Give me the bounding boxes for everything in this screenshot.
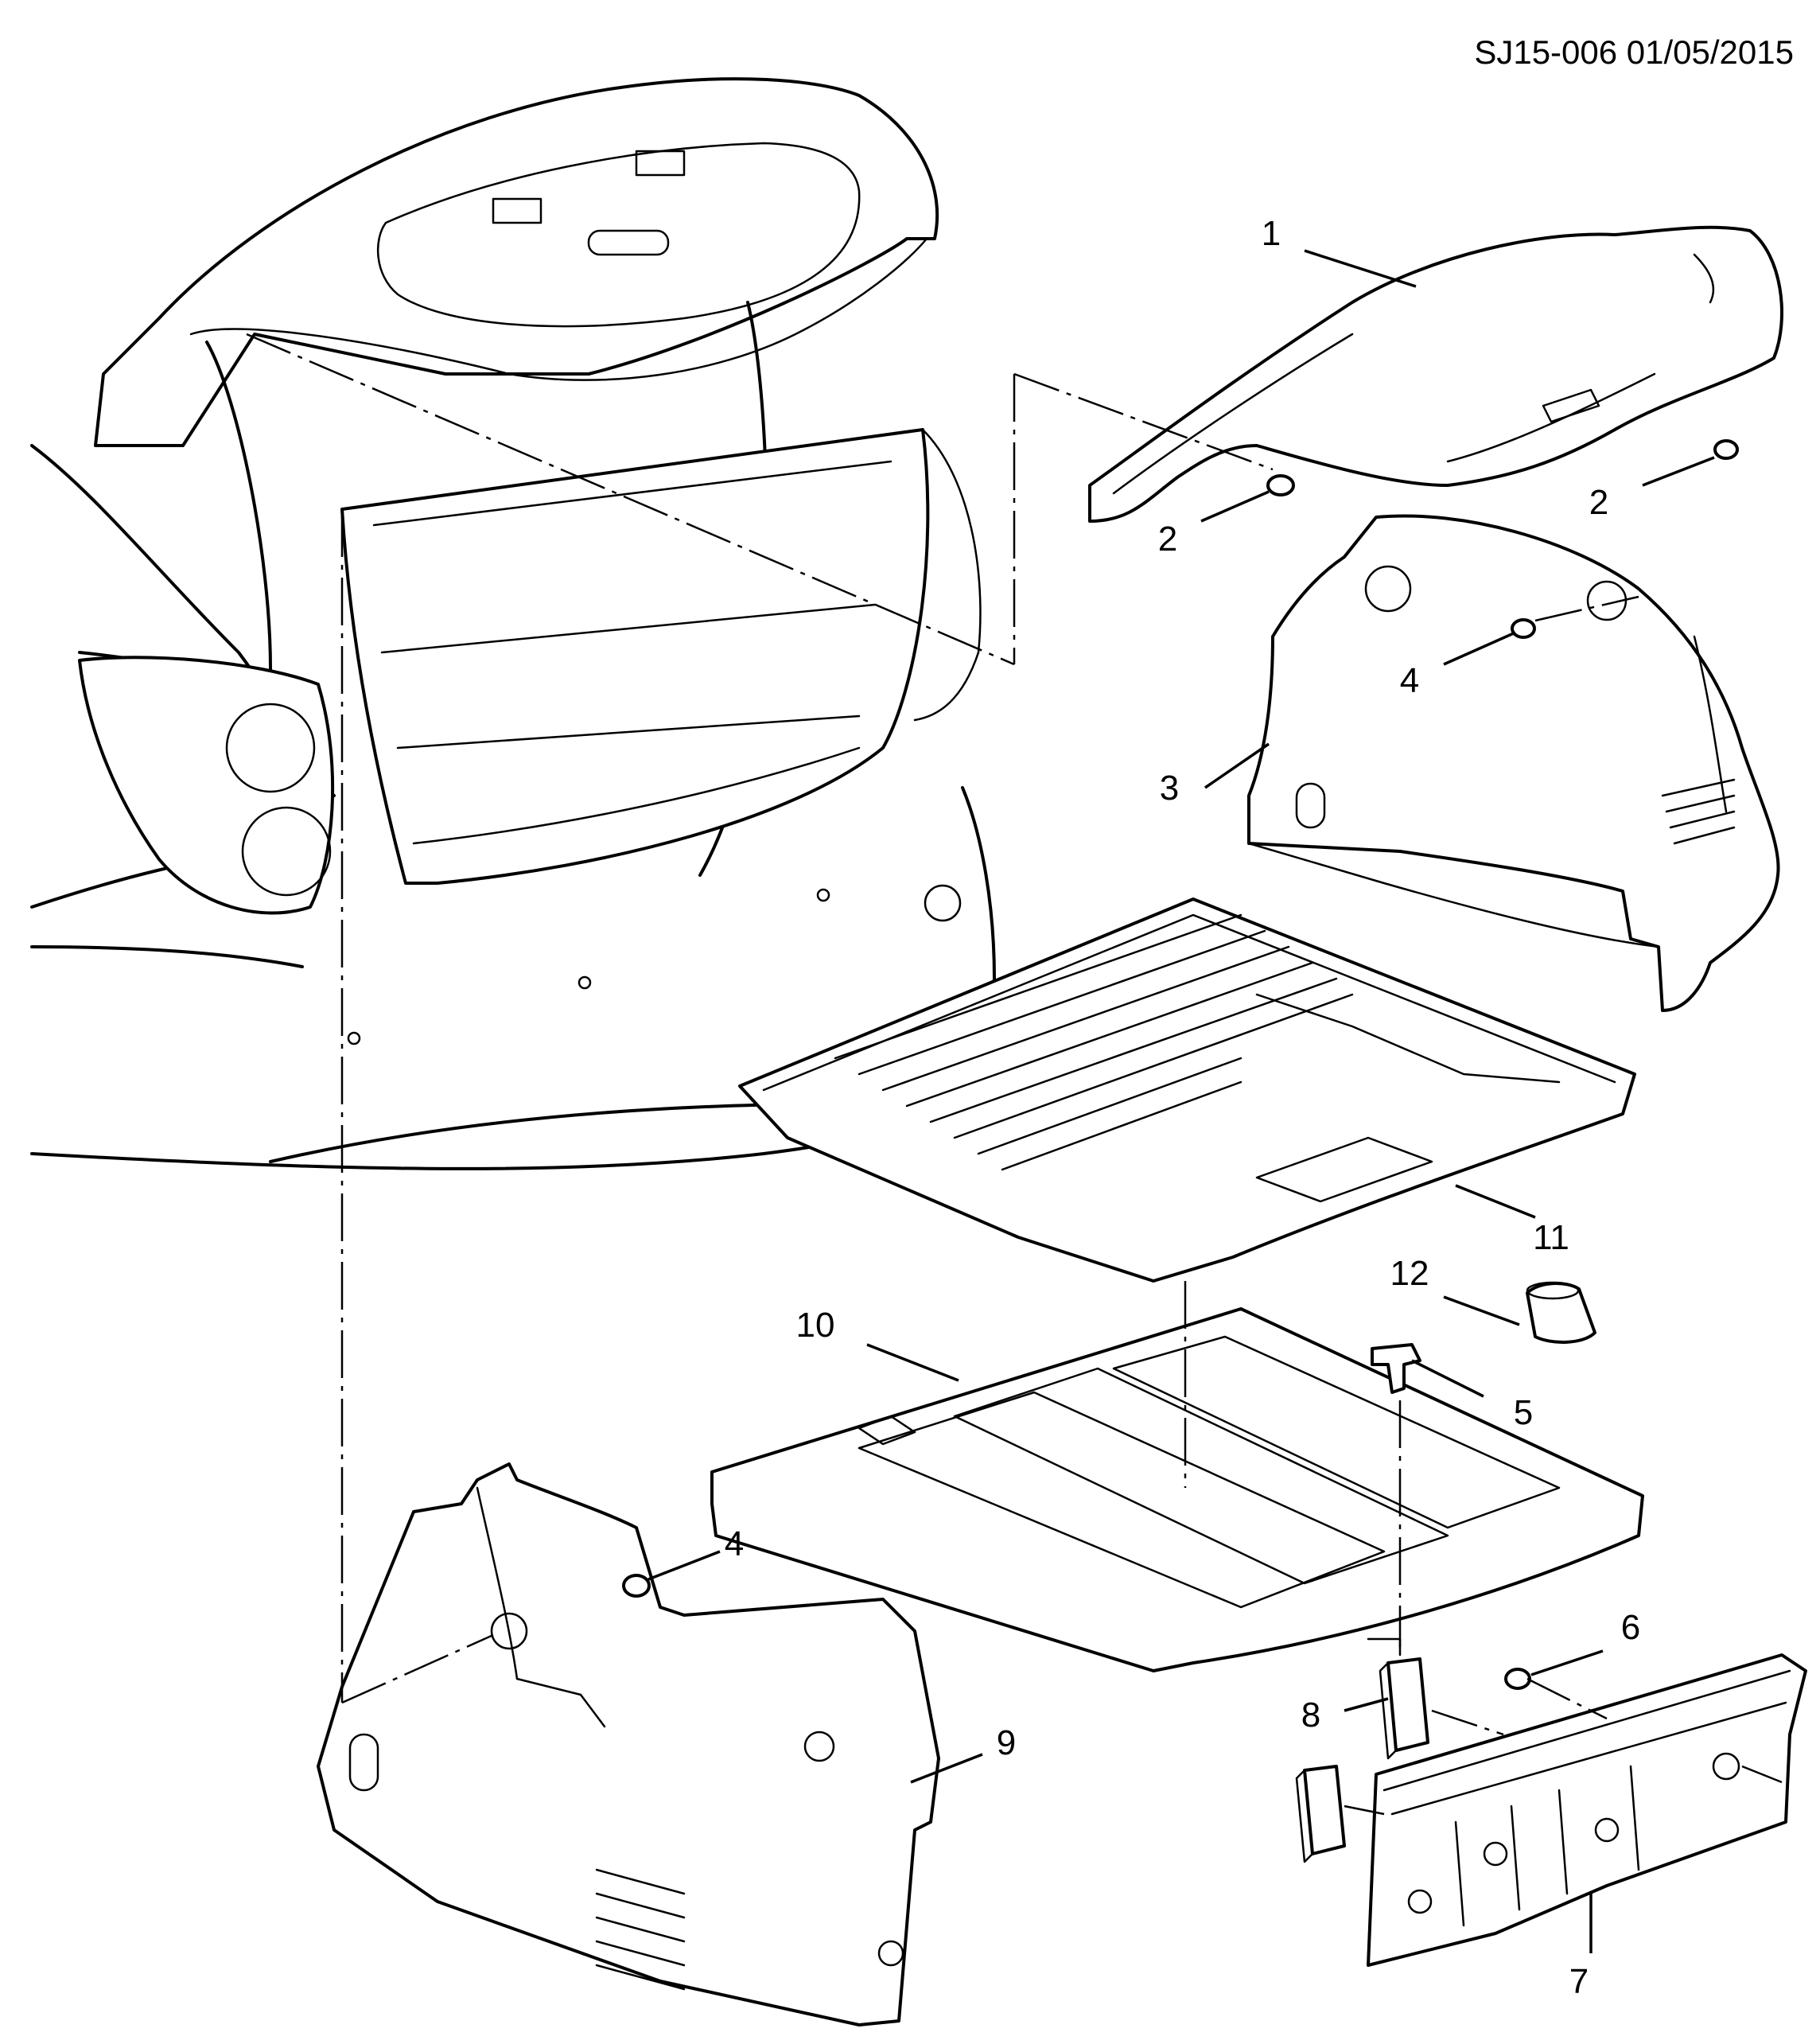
part-12-bumper	[1526, 1281, 1596, 1344]
callout-8: 8	[1301, 1696, 1320, 1734]
part-11-floor-mat-tray	[738, 897, 1636, 1283]
part-5-clip	[1371, 1343, 1421, 1394]
fastener-2-right	[1713, 439, 1739, 460]
callout-11: 11	[1533, 1218, 1569, 1257]
callout-3: 3	[1160, 769, 1179, 808]
part-8-clip-lower	[1295, 1765, 1346, 1863]
callout-1: 1	[1262, 214, 1281, 253]
part-9-left-side-trim	[317, 1462, 940, 2026]
callout-5: 5	[1514, 1393, 1533, 1432]
callout-labels: 1 2 2 3 4 4 5 6 7 8 9 10 11 12	[725, 214, 1640, 2001]
fastener-4-left	[622, 1574, 651, 1598]
drawing-reference: SJ15-006 01/05/2015	[1474, 33, 1794, 71]
leader-lines	[648, 249, 1715, 1953]
part-10-floor-panel	[710, 1307, 1644, 1672]
fastener-4-right	[1511, 618, 1536, 639]
alignment-lines	[246, 333, 1783, 1816]
callout-4-right: 4	[1400, 661, 1419, 700]
part-1-rear-shelf-trim	[1088, 225, 1783, 523]
callout-10: 10	[796, 1306, 835, 1345]
fastener-2-left	[1266, 474, 1295, 496]
callout-6: 6	[1621, 1608, 1640, 1647]
part-3-right-side-trim	[1247, 514, 1780, 1012]
part-6-fastener	[1504, 1668, 1531, 1690]
callout-7: 7	[1569, 1962, 1589, 2001]
part-8-clip-upper	[1379, 1657, 1429, 1760]
callout-2-left: 2	[1158, 520, 1177, 559]
callout-2-right: 2	[1589, 483, 1608, 522]
callout-9: 9	[997, 1723, 1016, 1762]
callout-4-left: 4	[725, 1524, 744, 1563]
callout-12: 12	[1390, 1254, 1429, 1293]
vehicle-rear-body	[30, 77, 996, 1170]
part-7-rear-sill-plate	[1367, 1653, 1807, 1967]
